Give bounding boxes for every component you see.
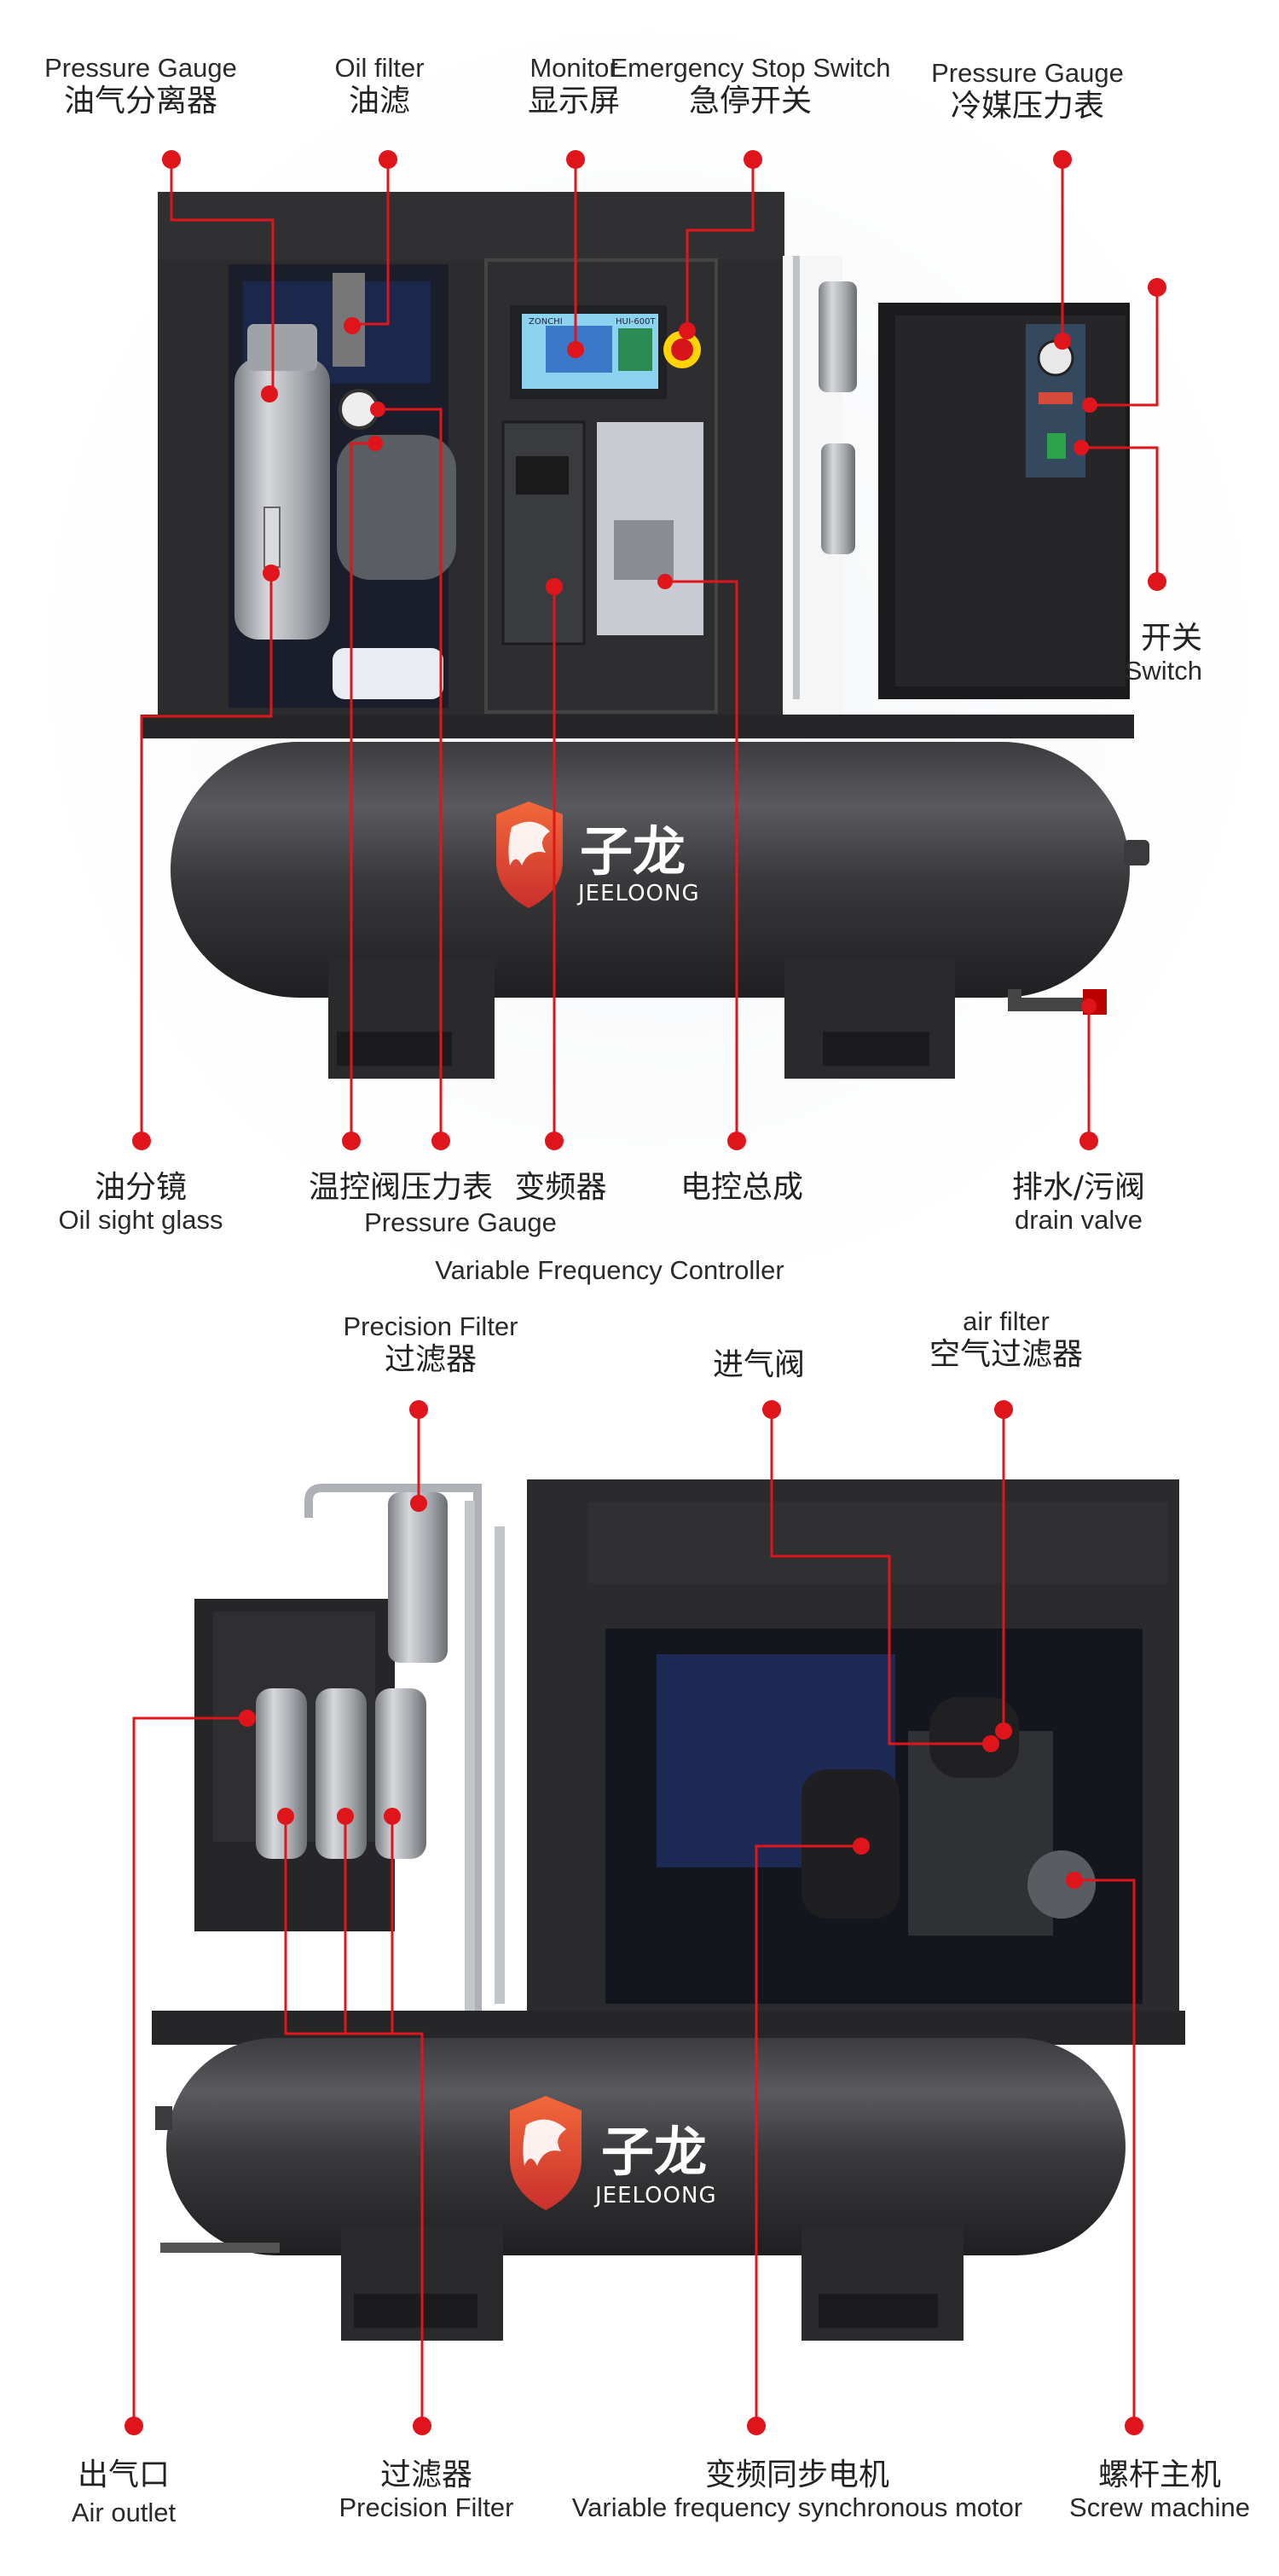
label-oil-sight-glass: 油分镜 Oil sight glass <box>38 1170 243 1236</box>
label-thermo-valve-gauge-en: Pressure Gauge <box>364 1207 557 1237</box>
top-brand-name-en: JEELOONG <box>576 881 700 906</box>
label-drain-valve: 排水/污阀 drain valve <box>981 1170 1177 1236</box>
label-thermo-valve-gauge-sub: Pressure Gauge <box>341 1207 580 1238</box>
bottom-brand-name-zh: 子龙 <box>601 2121 707 2183</box>
label-thermo-valve-gauge: 温控阀压力表 <box>294 1170 507 1205</box>
label-precision-filter-top-zh: 过滤器 <box>384 1341 477 1377</box>
label-drain-valve-zh: 排水/污阀 <box>1011 1170 1146 1205</box>
label-air-outlet: 出气口 Air outlet <box>38 2457 209 2528</box>
label-air-filter-zh: 空气过滤器 <box>929 1336 1083 1372</box>
callout-leaders <box>132 159 1159 2426</box>
label-emergency-stop: Emergency Stop Switch 急停开关 <box>597 53 904 119</box>
bottom-brand-name-en: JEELOONG <box>593 2183 717 2208</box>
label-electric-control-zh: 电控总成 <box>680 1170 803 1205</box>
label-screw-machine-en: Screw machine <box>1069 2492 1250 2523</box>
label-screw-machine: 螺杆主机 Screw machine <box>1057 2457 1262 2523</box>
label-switch: 开关 Switch <box>1108 621 1202 686</box>
label-precision-filter-bottom: 过滤器 Precision Filter <box>320 2457 533 2523</box>
label-thermo-valve-gauge-zh: 温控阀压力表 <box>308 1170 493 1205</box>
screen-brand-text: ZONCHI <box>529 317 563 327</box>
label-air-filter: air filter 空气过滤器 <box>904 1306 1108 1372</box>
label-vf-motor-zh: 变频同步电机 <box>704 2457 889 2492</box>
label-switch-zh: 开关 <box>1140 621 1202 656</box>
label-air-filter-en: air filter <box>963 1306 1050 1336</box>
label-switch-en: Switch <box>1124 656 1202 686</box>
label-screw-machine-zh: 螺杆主机 <box>1097 2457 1221 2492</box>
label-vf-motor-en: Variable frequency synchronous motor <box>571 2492 1023 2523</box>
label-oil-gas-separator-en: Pressure Gauge <box>44 53 237 83</box>
top-machine: ZONCHI HUI-600T <box>26 9 1270 1305</box>
label-inverter-sub: Variable Frequency Controller <box>405 1255 814 1286</box>
label-precision-filter-top-en: Precision Filter <box>343 1311 518 1341</box>
label-electric-control: 电控总成 <box>674 1170 810 1205</box>
label-oil-gas-separator-zh: 油气分离器 <box>63 83 217 119</box>
label-oil-sight-glass-en: Oil sight glass <box>58 1205 223 1236</box>
label-intake-valve: 进气阀 <box>695 1347 823 1382</box>
label-oil-sight-glass-zh: 油分镜 <box>94 1170 187 1205</box>
label-air-outlet-en: Air outlet <box>71 2498 177 2528</box>
label-inverter-en: Variable Frequency Controller <box>435 1255 784 1285</box>
label-refrigerant-gauge-en: Pressure Gauge <box>931 58 1124 88</box>
label-drain-valve-en: drain valve <box>1015 1205 1143 1236</box>
screen-model-text: HUI-600T <box>616 317 656 327</box>
bottom-machine <box>152 1479 1185 2341</box>
bottom-brand-logo: 子龙 JEELOONG <box>510 2096 717 2210</box>
label-air-outlet-zh: 出气口 <box>77 2457 170 2492</box>
top-brand-logo: 子龙 JEELOONG <box>496 802 700 908</box>
label-refrigerant-gauge: Pressure Gauge 冷媒压力表 <box>921 58 1134 124</box>
label-monitor-zh: 显示屏 <box>527 83 620 119</box>
label-inverter: 变频器 <box>507 1170 614 1205</box>
label-oil-filter-zh: 油滤 <box>348 83 410 119</box>
label-vf-motor: 变频同步电机 Variable frequency synchronous mo… <box>546 2457 1049 2523</box>
label-intake-valve-zh: 进气阀 <box>712 1347 805 1382</box>
label-oil-filter-en: Oil filter <box>334 53 425 83</box>
label-oil-gas-separator: Pressure Gauge 油气分离器 <box>34 53 247 119</box>
top-brand-name-zh: 子龙 <box>580 820 686 883</box>
label-precision-filter-bottom-en: Precision Filter <box>339 2492 514 2523</box>
label-oil-filter: Oil filter 油滤 <box>294 53 465 119</box>
label-monitor-en: Monitor <box>530 53 618 83</box>
callout-dots <box>124 150 1166 2435</box>
label-refrigerant-gauge-zh: 冷媒压力表 <box>950 88 1104 124</box>
label-inverter-zh: 变频器 <box>514 1170 607 1205</box>
label-emergency-stop-en: Emergency Stop Switch <box>610 53 891 83</box>
label-monitor: Monitor 显示屏 <box>484 53 663 119</box>
label-precision-filter-top: Precision Filter 过滤器 <box>324 1311 537 1377</box>
label-emergency-stop-zh: 急停开关 <box>688 83 812 119</box>
label-precision-filter-bottom-zh: 过滤器 <box>379 2457 472 2492</box>
